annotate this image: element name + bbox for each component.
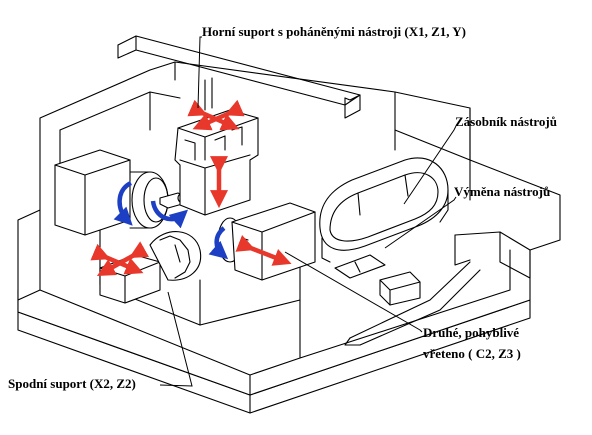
label-top-support: Horní suport s poháněnými nástroji (X1, … (202, 24, 466, 39)
leader-lines (159, 36, 457, 387)
label-tool-change: Výměna nástrojů (454, 184, 550, 199)
tool-magazine (319, 157, 449, 263)
bottom-support-xz-arrows (90, 241, 150, 276)
label-second-spindle-line2: vřeteno ( C2, Z3 ) (423, 346, 521, 361)
main-spindle-rotation-arrow (113, 180, 133, 226)
top-support-xy-arrows (187, 99, 245, 131)
second-spindle-z-arrow (235, 235, 292, 266)
tool-rotation-arrow (150, 200, 189, 229)
second-spindle-rotation-arrow (208, 226, 229, 260)
label-bottom-support: Spodní suport (X2, Z2) (8, 376, 136, 391)
label-second-spindle-line1: Druhé, pohyblivé (423, 325, 519, 340)
label-tool-magazine: Zásobník nástrojů (455, 114, 557, 129)
